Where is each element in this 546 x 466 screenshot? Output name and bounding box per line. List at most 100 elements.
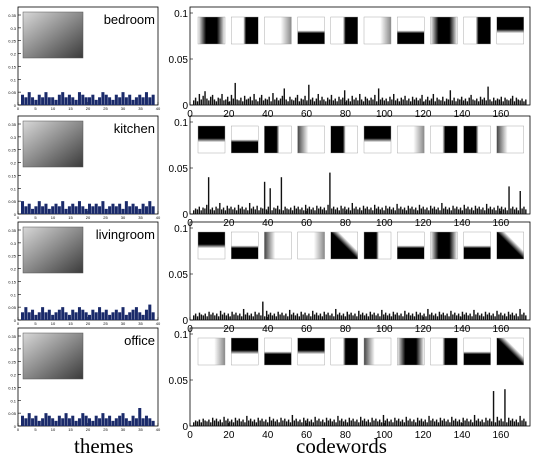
- codeword-bar-2: [196, 316, 199, 320]
- codeword-bar-58: [303, 417, 305, 426]
- codeword-bar-13: [217, 316, 220, 320]
- codeword-bar-22: [235, 312, 237, 320]
- codeword-bar-153: [478, 206, 480, 214]
- codeword-bar-45: [279, 314, 281, 320]
- codeword-bar-4: [200, 99, 202, 105]
- codeword-patch-6: [397, 16, 425, 45]
- codeword-bar-71: [326, 97, 329, 105]
- theme-bar-16: [74, 99, 78, 105]
- x-tick-label: 0: [17, 321, 20, 326]
- codeword-bar-24: [239, 313, 241, 320]
- codeword-bar-103: [388, 421, 390, 426]
- codeword-bar-47: [282, 420, 284, 426]
- y-tick-label: 0: [14, 318, 17, 323]
- codeword-bar-26: [241, 206, 243, 214]
- codeword-bar-55: [295, 208, 298, 214]
- codeword-bar-98: [381, 309, 383, 320]
- y-tick-label: 0.1: [174, 224, 188, 235]
- theme-bar-5: [37, 312, 41, 320]
- codeword-bar-80: [344, 419, 347, 426]
- codeword-bar-143: [464, 420, 466, 426]
- codeword-bar-82: [346, 209, 348, 214]
- theme-bar-28: [114, 418, 118, 426]
- codeword-bar-142: [460, 96, 463, 105]
- codeword-bar-67: [321, 316, 324, 320]
- codeword-bar-94: [370, 97, 372, 105]
- codeword-bar-76: [336, 101, 338, 105]
- codeword-bar-83: [349, 101, 352, 105]
- codeword-bar-68: [323, 311, 325, 320]
- codeword-bar-68: [322, 419, 324, 426]
- codeword-bar-137: [452, 420, 455, 426]
- codeword-bar-83: [350, 420, 352, 426]
- theme-bar-4: [34, 99, 38, 105]
- scene-photo-bedroom: [22, 11, 84, 59]
- codeword-bar-77: [338, 96, 340, 105]
- codeword-bar-66: [318, 418, 320, 426]
- codeword-bar-17: [225, 99, 227, 105]
- codeword-bar-123: [426, 422, 428, 426]
- codeword-bar-146: [470, 419, 472, 426]
- codeword-bar-156: [492, 313, 494, 320]
- theme-bar-34: [134, 206, 138, 214]
- x-tick-label: 35: [138, 215, 143, 220]
- x-tick-label: 40: [156, 321, 161, 326]
- codeword-bar-28: [245, 99, 248, 105]
- scene-photo-office: [22, 332, 84, 380]
- theme-bar-26: [108, 314, 112, 320]
- codeword-bar-114: [411, 313, 414, 320]
- theme-bar-37: [144, 92, 148, 105]
- x-tick-label: 15: [68, 427, 73, 432]
- codeword-patch-8: [463, 337, 491, 366]
- codeword-bar-146: [473, 309, 475, 320]
- theme-bar-30: [121, 208, 125, 214]
- codeword-bar-28: [245, 207, 247, 214]
- theme-bar-38: [148, 201, 152, 214]
- theme-bar-24: [101, 201, 105, 214]
- codeword-bar-86: [356, 419, 358, 426]
- codeword-bar-135: [447, 99, 450, 105]
- x-tick-label: 15: [68, 106, 73, 111]
- codeword-bar-32: [254, 311, 256, 320]
- codeword-bar-116: [409, 208, 411, 214]
- codeword-bar-30: [249, 418, 252, 426]
- codeword-bar-135: [444, 206, 447, 214]
- codeword-bar-67: [320, 421, 322, 426]
- codeword-bar-31: [252, 316, 254, 320]
- codeword-bar-168: [511, 418, 514, 426]
- codeword-bar-53: [294, 315, 297, 320]
- codeword-bar-120: [416, 210, 419, 214]
- codeword-patch-6: [397, 125, 425, 154]
- codeword-patch-5: [363, 125, 392, 154]
- codeword-bar-44: [277, 311, 279, 320]
- codeword-bar-126: [432, 418, 434, 426]
- codeword-bar-18: [227, 313, 229, 320]
- codeword-bar-49: [287, 316, 289, 320]
- codeword-bar-15: [220, 209, 223, 214]
- y-tick-label: 0.05: [169, 376, 189, 387]
- codeword-bar-110: [404, 310, 406, 320]
- codeword-bar-174: [521, 98, 523, 105]
- codeword-bar-124: [428, 415, 430, 426]
- codeword-bar-133: [448, 316, 450, 320]
- codeword-bar-18: [226, 205, 228, 214]
- codeword-bar-37: [262, 208, 264, 214]
- codeword-bar-80: [343, 90, 346, 105]
- theme-bar-23: [98, 418, 102, 426]
- codeword-bar-91: [367, 316, 370, 320]
- codeword-bar-151: [477, 101, 480, 105]
- codeword-bar-4: [200, 422, 203, 426]
- codeword-bar-25: [240, 316, 243, 320]
- codeword-bar-41: [270, 101, 272, 105]
- codeword-bar-99: [379, 99, 382, 105]
- codeword-bar-97: [373, 204, 376, 214]
- codeword-bar-105: [388, 206, 391, 214]
- codeword-bar-43: [275, 316, 277, 320]
- codeword-bar-127: [432, 93, 435, 105]
- codeword-bar-157: [489, 99, 491, 105]
- codeword-bar-16: [223, 312, 226, 320]
- codeword-bar-155: [490, 315, 492, 320]
- theme-bar-8: [47, 309, 51, 320]
- codeword-bar-106: [390, 209, 393, 214]
